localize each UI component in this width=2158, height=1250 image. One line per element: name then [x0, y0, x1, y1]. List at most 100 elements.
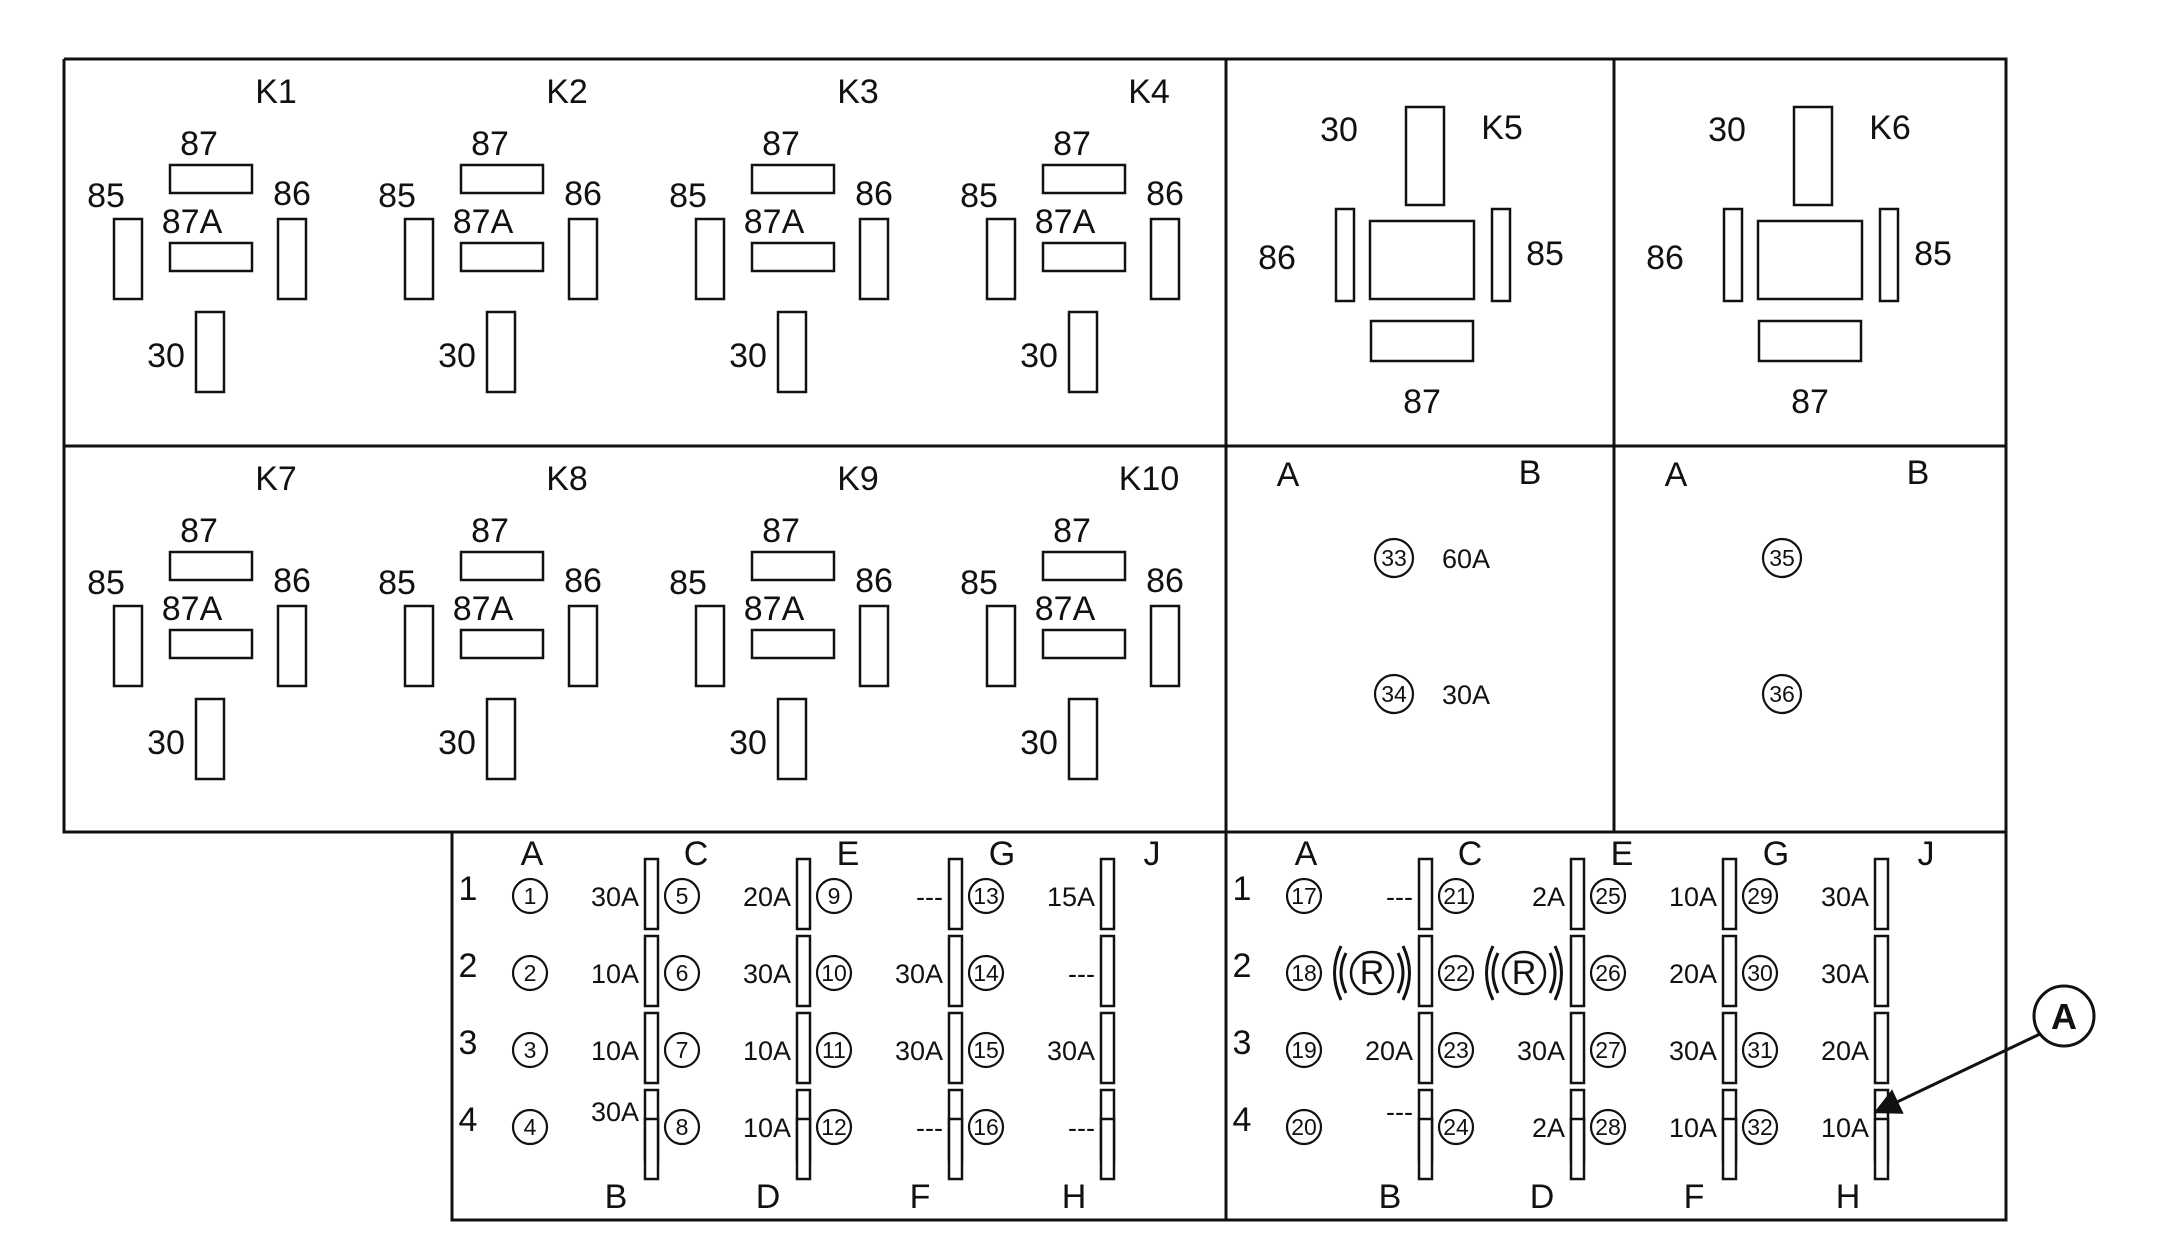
fuse-rating: 20A [743, 882, 791, 912]
row-number-label: 2 [1233, 947, 1252, 985]
fuse-rating: 30A [1669, 1036, 1717, 1066]
terminal-85-label: 85 [960, 177, 998, 215]
fuse-rating: 20A [1669, 959, 1717, 989]
fuse-slot [1099, 857, 1116, 931]
fuse-slot [1721, 857, 1738, 931]
maxi-fuse-36: 36 [1761, 673, 1803, 715]
fuse-number-circle [1373, 537, 1415, 579]
callout-a: A [1873, 984, 2096, 1114]
fuse-slot [1569, 857, 1586, 931]
fuse-number-circle [511, 954, 549, 992]
fuse-3: 3 10A [511, 1011, 660, 1085]
terminal-87a-slot [1041, 628, 1127, 660]
fuse-slot-extension [1099, 1117, 1116, 1181]
fuse-rating: 10A [591, 1036, 639, 1066]
fuse-number: 34 [1381, 681, 1407, 707]
fuse-slot [1417, 857, 1434, 931]
fuse-rating: 30A [1047, 1036, 1095, 1066]
terminal-85-slot [985, 604, 1017, 688]
column-letter-top: A [1295, 835, 1318, 873]
terminal-87-label: 87 [1053, 125, 1091, 163]
row-number-label: 2 [459, 947, 478, 985]
column-letter-bottom: H [1836, 1178, 1861, 1216]
fuse-rating: 30A [895, 1036, 943, 1066]
terminal-87-label: 87 [471, 512, 509, 550]
fuse-number: 36 [1769, 681, 1795, 707]
terminal-86-label: 86 [273, 175, 311, 213]
terminal-87a-label: 87A [162, 590, 223, 628]
fuse-rating: --- [916, 882, 943, 912]
fuse-rating: 10A [1669, 882, 1717, 912]
terminal-87-slot [459, 550, 545, 582]
column-a-label: A [1665, 456, 1688, 494]
terminal-30-slot [485, 697, 517, 781]
terminal-87a-slot [459, 628, 545, 660]
fuse-slot [1099, 1011, 1116, 1085]
fuse-rating: 30A [1442, 680, 1490, 710]
fuse-16: 16--- [967, 1088, 1116, 1181]
fuse-number: 24 [1443, 1114, 1469, 1140]
fuse-rating: --- [1068, 959, 1095, 989]
fuse-rating: 2A [1532, 882, 1565, 912]
terminal-86-label: 86 [855, 175, 893, 213]
terminal-30-label: 30 [147, 724, 185, 762]
relay-id-label: K7 [255, 460, 297, 498]
column-letter-top: C [684, 835, 709, 873]
panel-frames [62, 57, 2008, 1222]
terminal-87a-slot [168, 628, 254, 660]
fuse-number-circle [1741, 1108, 1779, 1146]
terminal-30-slot [1067, 310, 1099, 394]
fuse-number-circle [1589, 1108, 1627, 1146]
column-letter-bottom: H [1062, 1178, 1087, 1216]
terminal-87-label: 87 [762, 125, 800, 163]
terminal-30-slot [194, 310, 226, 394]
terminal-85-label: 85 [669, 177, 707, 215]
fuse-rating: 20A [1821, 1036, 1869, 1066]
terminal-87-slot [750, 550, 836, 582]
fuse-number: 8 [676, 1114, 689, 1140]
fuse-number-circle [815, 877, 853, 915]
terminal-85-slot [112, 604, 144, 688]
terminal-86-slot [1334, 207, 1356, 303]
terminal-85-slot [694, 604, 726, 688]
fuse-slot-extension [795, 1117, 812, 1181]
fuse-14: 14--- [967, 934, 1116, 1008]
terminal-30-label: 30 [1020, 337, 1058, 375]
fuse-number: 3 [524, 1037, 537, 1063]
fuse-rating: 10A [743, 1036, 791, 1066]
fuse-number-circle [663, 1108, 701, 1146]
terminal-85-label: 85 [669, 564, 707, 602]
terminal-86-slot [567, 217, 599, 301]
fuse-number: 35 [1769, 545, 1795, 571]
relay-id-label: K9 [837, 460, 879, 498]
fuse-number-circle [1437, 1031, 1475, 1069]
fuse-slot [795, 857, 812, 931]
fuse-number-circle [1589, 954, 1627, 992]
terminal-30-slot [776, 697, 808, 781]
terminal-30-slot [1792, 105, 1834, 207]
fuse-slot-extension [1721, 1117, 1738, 1181]
fuse-rating: 30A [1517, 1036, 1565, 1066]
terminal-85-slot [112, 217, 144, 301]
fuse-17: 17--- [1285, 857, 1434, 931]
column-letter-bottom: D [1530, 1178, 1555, 1216]
fuse-number-circle [1285, 954, 1323, 992]
relay-id-label: K8 [546, 460, 588, 498]
column-letter-top: A [521, 835, 544, 873]
